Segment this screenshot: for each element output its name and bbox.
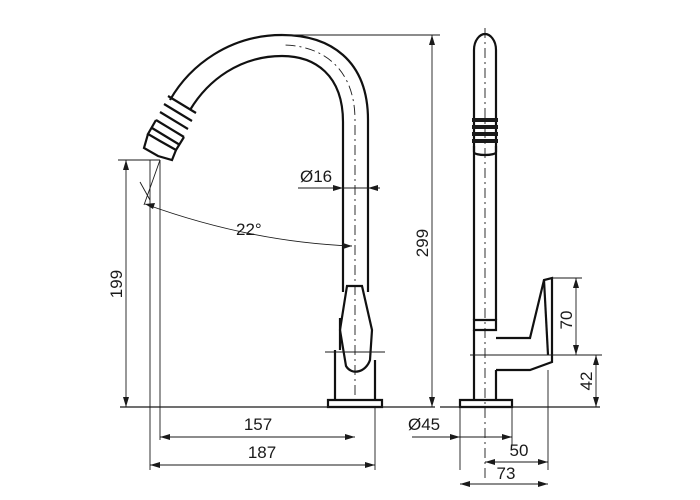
side-view: 70 42 Ø45 50 73	[408, 28, 602, 487]
dim-70-label: 70	[557, 311, 576, 330]
angle-arc	[144, 203, 353, 247]
base-plate	[326, 398, 384, 409]
spout-outer-outline	[169, 33, 370, 292]
angle-line	[139, 181, 151, 201]
dim-299-label: 299	[413, 229, 432, 257]
spout-inner-outline	[189, 54, 345, 292]
front-view: Ø16 22° 299 199 157 187	[107, 33, 440, 470]
side-handle-top	[542, 279, 550, 356]
angle-ray	[143, 159, 161, 206]
side-collar	[472, 318, 498, 332]
side-aerator	[472, 118, 498, 157]
dim-50-label: 50	[510, 441, 529, 460]
dim-73-label: 73	[497, 464, 516, 483]
dim-42-label: 42	[577, 372, 596, 391]
spout-centerline	[281, 44, 356, 395]
dim-187-label: 187	[248, 443, 276, 462]
faucet-body	[333, 350, 377, 400]
dim-angle-label: 22°	[236, 220, 262, 239]
handle-lever	[338, 284, 374, 373]
aerator-rings	[142, 95, 197, 162]
side-base	[458, 398, 514, 409]
dim-d45-label: Ø45	[408, 415, 440, 434]
dim-199-label: 199	[107, 270, 126, 298]
side-body	[472, 330, 498, 400]
dim-157-label: 157	[244, 415, 272, 434]
dim-d16-label: Ø16	[300, 167, 332, 186]
